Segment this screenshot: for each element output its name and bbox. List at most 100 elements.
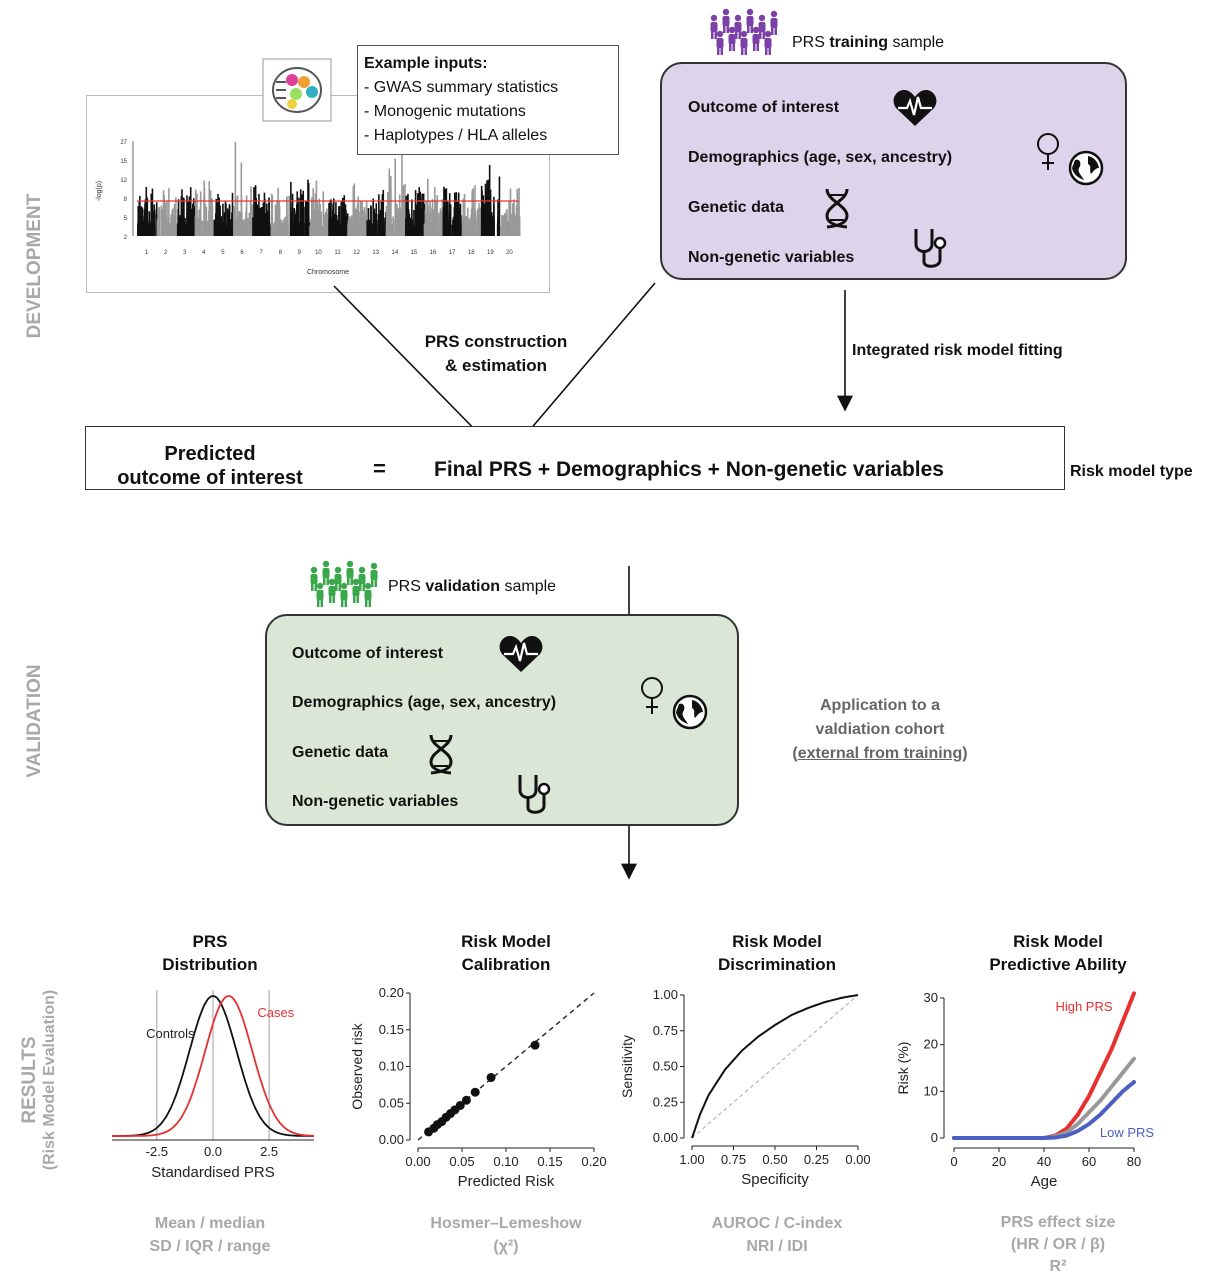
manhattan-point: [355, 208, 357, 236]
manhattan-point: [366, 224, 369, 236]
manhattan-xtick: 6: [240, 250, 244, 256]
manhattan-point: [452, 219, 454, 236]
metric-predictive: PRS effect size(HR / OR / β)R²: [948, 1212, 1168, 1278]
training-row-genetic: Genetic data: [688, 199, 785, 216]
manhattan-point: [183, 198, 185, 236]
manhattan-point: [283, 217, 286, 236]
metric-line: R²: [1049, 1258, 1067, 1275]
manhattan-point: [207, 220, 210, 236]
manhattan-point: [211, 217, 213, 236]
person-leg: [756, 43, 759, 51]
manhattan-point: [382, 189, 385, 236]
manhattan-point: [449, 214, 451, 236]
manhattan-point: [358, 224, 361, 236]
manhattan-xtick: 7: [259, 250, 263, 256]
person-leg: [759, 31, 762, 39]
model-fitting-label: Integrated risk model fitting: [852, 342, 1063, 359]
manhattan-point: [398, 194, 401, 236]
manhattan-point: [504, 222, 507, 236]
roc-diagonal: [691, 994, 859, 1139]
person-head: [734, 14, 742, 22]
manhattan-point: [190, 215, 193, 236]
construction-label-line: PRS construction: [424, 332, 568, 351]
person-leg: [768, 47, 771, 55]
example-inputs-box: Example inputs: - GWAS summary statistic…: [357, 45, 619, 155]
manhattan-point: [299, 223, 302, 236]
person-head: [740, 30, 748, 38]
manhattan-point: [485, 196, 488, 236]
dist-xtick: 2.5: [260, 1144, 278, 1159]
cal-xtick: 0.05: [449, 1154, 474, 1169]
manhattan-point: [160, 205, 163, 236]
person-leg: [732, 43, 735, 51]
manhattan-point: [386, 224, 388, 236]
manhattan-point: [375, 203, 378, 236]
manhattan-point: [363, 212, 365, 236]
person-head: [752, 26, 760, 34]
manhattan-point: [473, 225, 476, 236]
person-leg: [335, 583, 338, 591]
manhattan-point: [493, 204, 495, 236]
manhattan-point: [359, 211, 361, 236]
application-paren: ): [962, 745, 968, 762]
heart-pulse-icon: [499, 636, 543, 672]
manhattan-point: [422, 193, 425, 236]
manhattan-point: [404, 218, 407, 236]
chart-title-line: Distribution: [162, 955, 258, 974]
manhattan-point: [191, 224, 194, 236]
cal-point: [470, 1087, 480, 1097]
manhattan-point: [479, 207, 481, 236]
manhattan-point: [333, 213, 336, 236]
manhattan-point: [169, 223, 172, 236]
manhattan-point: [236, 195, 239, 236]
equation-box: [85, 426, 1065, 490]
cal-point: [486, 1073, 496, 1083]
manhattan-point: [406, 195, 408, 236]
manhattan-point: [225, 203, 227, 236]
person-head: [758, 14, 766, 22]
manhattan-point: [311, 212, 314, 236]
manhattan-point: [407, 209, 410, 236]
equation-left: Predicted outcome of interest: [110, 442, 310, 490]
person-leg: [317, 599, 320, 607]
person-leg: [341, 599, 344, 607]
person-head: [328, 578, 336, 586]
manhattan-point: [459, 216, 462, 236]
person-head: [310, 566, 318, 574]
person-head: [334, 566, 342, 574]
metric-line: (HR / OR / β): [1010, 1236, 1106, 1253]
person-body: [764, 38, 772, 48]
manhattan-point: [141, 215, 144, 236]
manhattan-point: [423, 223, 426, 236]
manhattan-point: [372, 198, 375, 236]
manhattan-point: [428, 220, 431, 236]
metric-line: Mean / median: [154, 1215, 266, 1232]
manhattan-point: [425, 214, 428, 236]
manhattan-point: [330, 217, 333, 236]
manhattan-point: [419, 191, 422, 236]
manhattan-point: [137, 222, 140, 236]
manhattan-point: [489, 203, 492, 236]
manhattan-point: [426, 207, 429, 236]
manhattan-point: [237, 215, 240, 236]
pred-xtick: 20: [992, 1154, 1006, 1169]
validation-label-bold: validation: [425, 578, 501, 595]
person-leg: [332, 595, 335, 603]
manhattan-point: [323, 219, 326, 236]
manhattan-point: [346, 215, 349, 236]
person-leg: [344, 599, 347, 607]
cal-ylabel: Observed risk: [349, 1022, 365, 1109]
female-symbol-icon: [1037, 133, 1059, 170]
cases-label: Cases: [257, 1005, 294, 1020]
manhattan-point: [364, 215, 367, 236]
training-row-nongenetic: Non-genetic variables: [688, 249, 855, 266]
equation-left-line: outcome of interest: [117, 467, 303, 489]
risk-model-type-label: Risk model type: [1070, 463, 1193, 480]
training-row-demographics: Demographics (age, sex, ancestry): [688, 149, 953, 166]
person-leg: [359, 583, 362, 591]
person-body: [364, 590, 372, 600]
manhattan-point: [396, 206, 398, 236]
manhattan-xtick: 3: [183, 250, 187, 256]
stethoscope-icon: [518, 775, 551, 814]
